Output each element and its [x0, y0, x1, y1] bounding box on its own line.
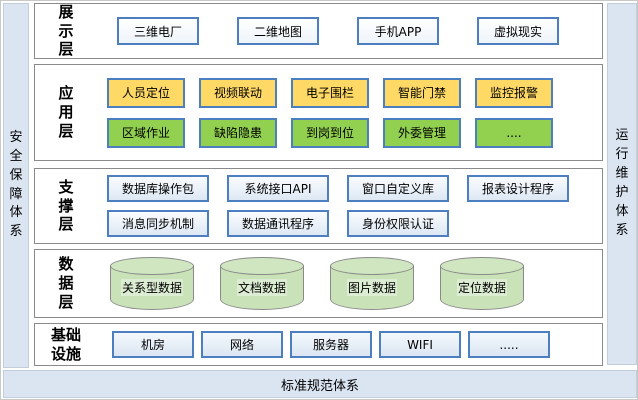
- layer-application: 应用层 人员定位 视频联动 电子围栏 智能门禁 监控报警 区域作业 缺陷隐患 到…: [34, 64, 603, 161]
- layer-data-label: 数据层: [58, 255, 74, 311]
- pillar-standards: 标准规范体系: [3, 370, 637, 398]
- infrastructure-row: 机房 网络 服务器 WIFI .....: [112, 331, 602, 358]
- pillar-operation-maintenance: 运行维护体系: [607, 3, 637, 365]
- layer-support-label: 支撑层: [58, 177, 74, 234]
- infrastructure-item: 服务器: [290, 331, 372, 358]
- layer-infrastructure: 基础设施 机房 网络 服务器 WIFI .....: [34, 323, 603, 366]
- support-item: 系统接口API: [227, 175, 329, 202]
- support-item: 报表设计程序: [467, 175, 569, 202]
- application-row-2: 区域作业 缺陷隐患 到岗到位 外委管理 ....: [107, 117, 602, 148]
- presentation-row: 三维电厂 二维地图 手机APP 虚拟现实: [117, 17, 602, 45]
- presentation-item: 三维电厂: [117, 17, 199, 45]
- layer-presentation-content: 三维电厂 二维地图 手机APP 虚拟现实: [97, 4, 602, 58]
- support-item: 消息同步机制: [107, 210, 209, 237]
- data-cylinder: 关系型数据: [110, 257, 194, 310]
- application-item: 智能门禁: [383, 77, 461, 108]
- infrastructure-item: WIFI: [379, 331, 461, 358]
- data-cylinder: 文档数据: [220, 257, 304, 310]
- application-row-1: 人员定位 视频联动 电子围栏 智能门禁 监控报警: [107, 77, 602, 108]
- layer-support-content: 数据库操作包 系统接口API 窗口自定义库 报表设计程序 消息同步机制 数据通讯…: [97, 169, 602, 243]
- layer-presentation-label: 展示层: [58, 2, 74, 59]
- pillar-security-system: 安全保障体系: [3, 3, 29, 368]
- application-item: 视频联动: [199, 77, 277, 108]
- application-item: 外委管理: [383, 117, 461, 148]
- presentation-item: 手机APP: [357, 17, 439, 45]
- support-item: 数据库操作包: [107, 175, 209, 202]
- data-cylinder: 图片数据: [330, 257, 414, 310]
- support-item: 身份权限认证: [347, 210, 449, 237]
- layer-data: 数据层 关系型数据 文档数据 图片数据 定位数据: [34, 249, 603, 318]
- layer-presentation: 展示层 三维电厂 二维地图 手机APP 虚拟现实: [34, 3, 603, 59]
- pillar-security-label: 安全保障体系: [9, 129, 23, 240]
- application-item: 到岗到位: [291, 117, 369, 148]
- application-item: ....: [475, 117, 553, 148]
- infrastructure-item: .....: [468, 331, 550, 358]
- support-row-2: 消息同步机制 数据通讯程序 身份权限认证: [107, 210, 602, 237]
- presentation-item: 二维地图: [237, 17, 319, 45]
- infrastructure-item: 机房: [112, 331, 194, 358]
- presentation-item: 虚拟现实: [477, 17, 559, 45]
- pillar-operation-label: 运行维护体系: [615, 128, 629, 238]
- application-item: 区域作业: [107, 117, 185, 148]
- application-item: 监控报警: [475, 77, 553, 108]
- support-row-1: 数据库操作包 系统接口API 窗口自定义库 报表设计程序: [107, 175, 602, 202]
- layer-application-content: 人员定位 视频联动 电子围栏 智能门禁 监控报警 区域作业 缺陷隐患 到岗到位 …: [97, 65, 602, 160]
- infrastructure-item: 网络: [201, 331, 283, 358]
- data-cylinder: 定位数据: [440, 257, 524, 310]
- layer-support: 支撑层 数据库操作包 系统接口API 窗口自定义库 报表设计程序 消息同步机制 …: [34, 168, 603, 244]
- layer-infrastructure-label: 基础设施: [51, 325, 82, 363]
- layer-data-content: 关系型数据 文档数据 图片数据 定位数据: [97, 250, 602, 317]
- application-item: 缺陷隐患: [199, 117, 277, 148]
- application-item: 电子围栏: [291, 77, 369, 108]
- data-row: 关系型数据 文档数据 图片数据 定位数据: [110, 257, 602, 310]
- support-item: 窗口自定义库: [347, 175, 449, 202]
- support-item: 数据通讯程序: [227, 210, 329, 237]
- pillar-standards-label: 标准规范体系: [280, 378, 359, 394]
- layer-infrastructure-content: 机房 网络 服务器 WIFI .....: [97, 324, 602, 365]
- layer-application-label: 应用层: [58, 84, 74, 140]
- application-item: 人员定位: [107, 77, 185, 108]
